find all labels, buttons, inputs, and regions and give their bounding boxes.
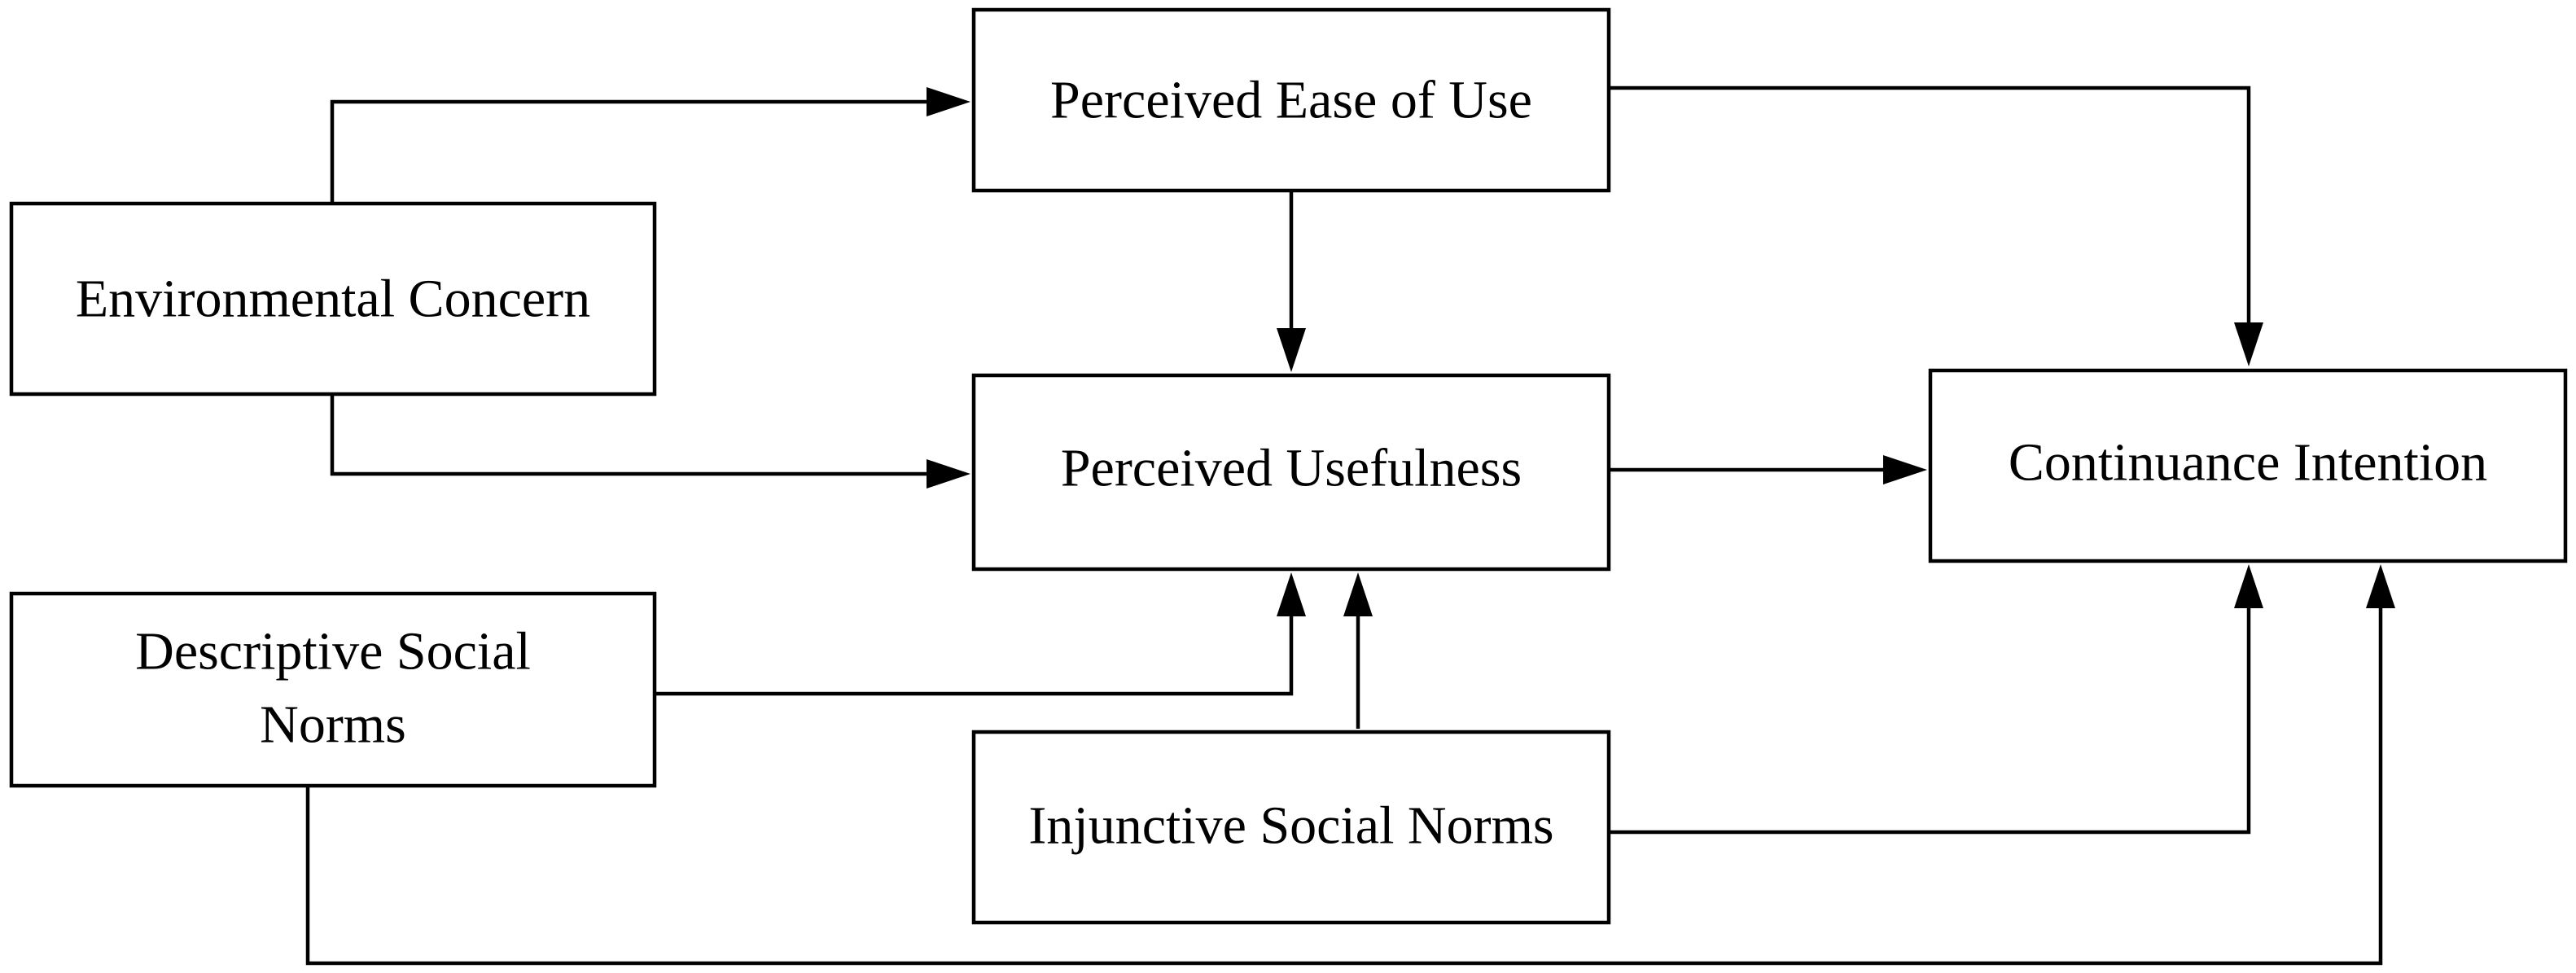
node-label-line-1: Descriptive Social	[135, 622, 531, 682]
node-box	[971, 7, 1611, 193]
arrowhead-env-to-ease	[927, 87, 970, 116]
node-injunctive-social-norms: Injunctive Social Norms	[971, 730, 1611, 925]
arrowhead-ease-to-cont	[2234, 322, 2263, 366]
node-label-line-2: Norms	[260, 695, 406, 755]
node-environmental-concern: Environmental Concern	[9, 201, 657, 397]
arrowhead-desc-to-cont	[2366, 564, 2395, 608]
node-label: Perceived Usefulness	[1061, 439, 1522, 498]
edge-ease-to-cont	[1609, 85, 2251, 324]
node-label: Perceived Ease of Use	[1050, 71, 1532, 130]
arrowhead-desc-to-useful	[1277, 572, 1306, 616]
arrowhead-env-to-useful	[927, 459, 970, 489]
node-box	[1928, 368, 2568, 563]
node-box	[971, 730, 1611, 925]
node-label: Environmental Concern	[76, 270, 590, 329]
arrowhead-useful-to-cont	[1883, 455, 1927, 484]
node-box	[9, 591, 657, 788]
arrowhead-inj-to-cont	[2234, 564, 2263, 608]
arrowhead-inj-to-useful	[1343, 572, 1373, 616]
connectors	[305, 85, 2395, 966]
node-box	[971, 373, 1611, 572]
node-continuance-intention: Continuance Intention	[1928, 368, 2568, 563]
node-label: Injunctive Social Norms	[1028, 796, 1553, 856]
edge-env-to-useful	[330, 394, 928, 476]
node-label: Continuance Intention	[2009, 433, 2487, 493]
edge-desc-to-cont	[305, 607, 2383, 966]
arrowhead-ease-to-useful	[1277, 328, 1306, 372]
edge-env-to-ease	[330, 99, 928, 204]
node-perceived-usefulness: Perceived Usefulness	[971, 373, 1611, 572]
node-perceived-ease-of-use: Perceived Ease of Use	[971, 7, 1611, 193]
edge-inj-to-cont	[1609, 607, 2251, 835]
node-descriptive-social-norms: Descriptive Social Norms	[9, 591, 657, 788]
node-box	[9, 201, 657, 397]
edge-desc-to-useful	[655, 615, 1294, 696]
